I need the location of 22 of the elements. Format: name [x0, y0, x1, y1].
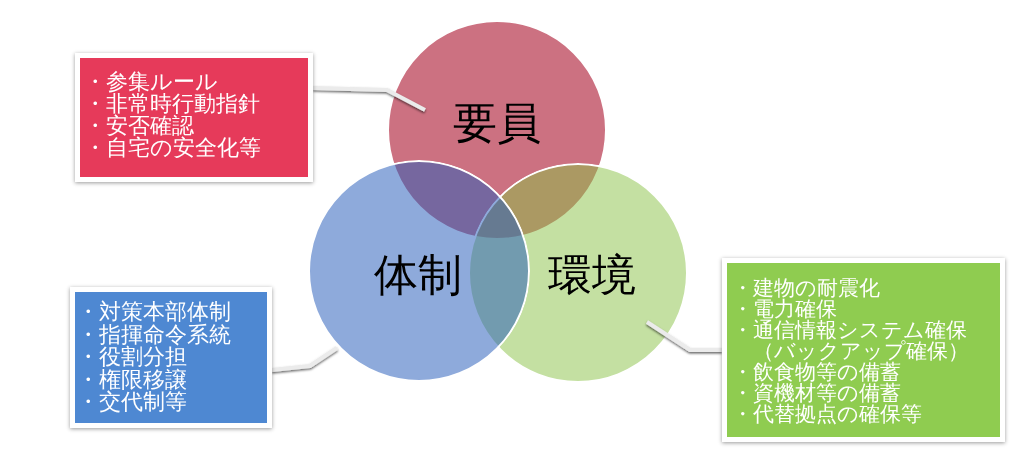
bullet-item: ・通信情報システム確保（バックアップ確保） — [732, 320, 970, 362]
leader-line — [645, 320, 722, 352]
bullet-item: ・資機材等の備蓄 — [732, 383, 901, 404]
venn-circle — [308, 160, 530, 382]
bullet-item: ・安否確認 — [84, 115, 194, 137]
bullet-item: ・権限移譲 — [77, 368, 187, 391]
circle-label: 要員 — [453, 101, 541, 145]
bullet-item: ・代替拠点の確保等 — [732, 404, 922, 425]
circle-label: 環境 — [548, 253, 636, 297]
circle-label: 体制 — [374, 253, 462, 297]
bullet-item: ・非常時行動指針 — [84, 93, 260, 115]
bullet-item: ・交代制等 — [77, 391, 187, 414]
bullet-item: ・飲食物等の備蓄 — [732, 362, 901, 383]
bullet-item: ・役割分担 — [77, 346, 187, 369]
leader-line — [271, 346, 339, 372]
bullet-item: ・参集ルール — [84, 71, 218, 93]
venn-circle — [387, 20, 607, 240]
bullet-item: ・指揮命令系統 — [77, 323, 231, 346]
leader-line — [312, 86, 426, 112]
bullet-item: ・電力確保 — [732, 299, 837, 320]
bullet-item: ・自宅の安全化等 — [84, 137, 261, 159]
bullet-item: ・建物の耐震化 — [732, 278, 880, 299]
